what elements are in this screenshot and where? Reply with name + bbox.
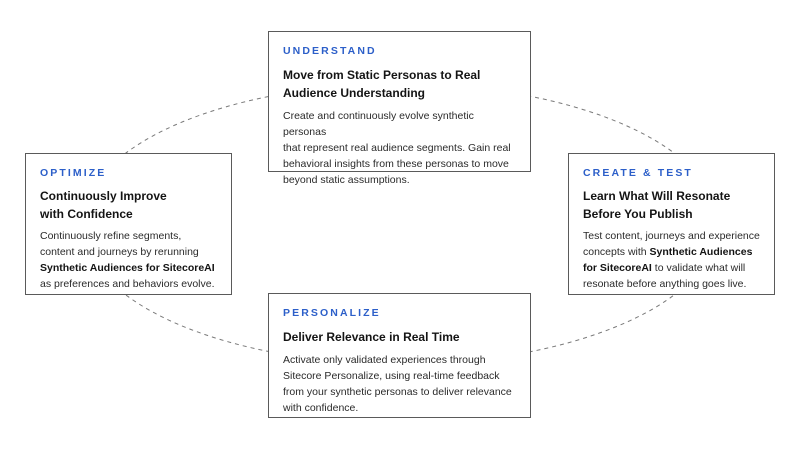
card-body-line: to validate what will bbox=[651, 262, 746, 274]
card-title-line: Deliver Relevance in Real Time bbox=[283, 330, 460, 344]
product-name-highlight: for SitecoreAI bbox=[583, 262, 652, 274]
card-body: Create and continuously evolve synthetic… bbox=[283, 108, 516, 188]
card-body-line: beyond static assumptions. bbox=[283, 174, 410, 186]
card-body-line: that represent real audience segments. G… bbox=[283, 142, 511, 154]
card-body-line: Test content, journeys and experience bbox=[583, 230, 760, 242]
card-body: Activate only validated experiences thro… bbox=[283, 352, 516, 416]
card-understand: UNDERSTAND Move from Static Personas to … bbox=[268, 31, 531, 186]
card-optimize: OPTIMIZE Continuously Improve with Confi… bbox=[25, 153, 232, 295]
card-title-line: with Confidence bbox=[40, 207, 133, 221]
card-body: Continuously refine segments, content an… bbox=[40, 228, 217, 292]
card-body-line: from your synthetic personas to deliver … bbox=[283, 386, 512, 398]
card-title-line: Learn What Will Resonate bbox=[583, 189, 731, 203]
card-body-line: Continuously refine segments, bbox=[40, 230, 182, 242]
card-body-line: Create and continuously evolve synthetic… bbox=[283, 110, 474, 138]
card-body-line: Sitecore Personalize, using real-time fe… bbox=[283, 370, 500, 382]
card-personalize: PERSONALIZE Deliver Relevance in Real Ti… bbox=[268, 293, 531, 418]
card-label: CREATE & TEST bbox=[583, 167, 693, 179]
card-title-line: Move from Static Personas to Real bbox=[283, 68, 481, 82]
card-body-line: resonate before anything goes live. bbox=[583, 278, 747, 290]
card-title: Learn What Will Resonate Before You Publ… bbox=[583, 187, 760, 223]
card-body-line: as preferences and behaviors evolve. bbox=[40, 278, 215, 290]
card-label: UNDERSTAND bbox=[283, 45, 377, 57]
card-title-line: Continuously Improve bbox=[40, 189, 167, 203]
product-name-highlight: Synthetic Audiences for SitecoreAI bbox=[40, 262, 215, 274]
card-title: Continuously Improve with Confidence bbox=[40, 187, 217, 223]
card-create-test: CREATE & TEST Learn What Will Resonate B… bbox=[568, 153, 775, 295]
card-title: Deliver Relevance in Real Time bbox=[283, 328, 516, 346]
card-title-line: Audience Understanding bbox=[283, 86, 426, 100]
card-body-line: Activate only validated experiences thro… bbox=[283, 354, 486, 366]
card-body-line: content and journeys by rerunning bbox=[40, 246, 199, 258]
card-body-line: behavioral insights from these personas … bbox=[283, 158, 509, 170]
card-body-line: with confidence. bbox=[283, 402, 359, 414]
card-label: OPTIMIZE bbox=[40, 167, 107, 179]
card-body-line: concepts with bbox=[583, 246, 650, 258]
card-title: Move from Static Personas to Real Audien… bbox=[283, 66, 516, 102]
card-title-line: Before You Publish bbox=[583, 207, 693, 221]
card-body: Test content, journeys and experience co… bbox=[583, 228, 760, 292]
product-name-highlight: Synthetic Audiences bbox=[649, 246, 753, 258]
card-label: PERSONALIZE bbox=[283, 307, 381, 319]
